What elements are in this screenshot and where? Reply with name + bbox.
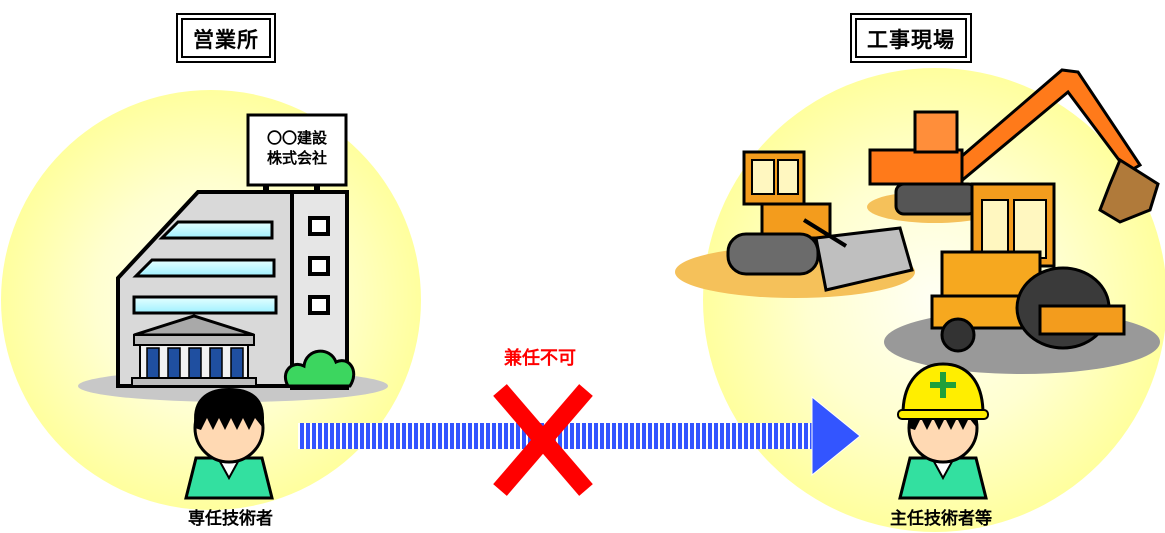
company-sign: 〇〇建設 株式会社 — [248, 128, 346, 168]
site-label-box: 工事現場 — [850, 13, 972, 63]
office-technician-icon — [184, 388, 274, 500]
site-person-caption: 主任技術者等 — [890, 509, 992, 529]
company-sign-line1: 〇〇建設 — [266, 129, 327, 147]
office-person-caption: 専任技術者 — [188, 509, 273, 529]
prohibited-cross-icon — [493, 384, 593, 496]
construction-machines-illustration — [675, 68, 1160, 374]
office-building-illustration — [78, 113, 388, 402]
office-label-box: 営業所 — [176, 13, 276, 63]
site-label: 工事現場 — [855, 18, 967, 58]
site-technician-icon — [897, 362, 989, 500]
company-sign-line2: 株式会社 — [266, 149, 327, 167]
concurrent-prohibited-label: 兼任不可 — [504, 348, 576, 369]
office-label: 営業所 — [181, 18, 271, 58]
